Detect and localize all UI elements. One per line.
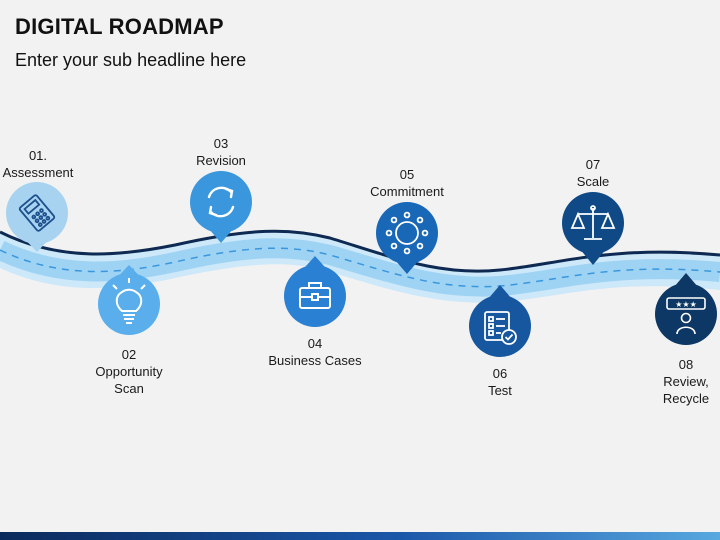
road-center-line xyxy=(0,247,720,288)
step-02-title-line2: Scan xyxy=(114,381,144,396)
step-07-title: Scale xyxy=(576,174,610,189)
step-05-title: Commitment xyxy=(370,184,444,199)
road xyxy=(0,229,720,303)
step-03-marker xyxy=(190,171,252,243)
step-07-label: 07 Scale xyxy=(533,156,653,190)
step-01-title: Assessment xyxy=(2,165,74,180)
step-01-number: 01. xyxy=(28,148,48,163)
step-06-label: 06 Test xyxy=(440,365,560,399)
step-05-marker xyxy=(376,202,438,274)
step-08-label: 08 Review, Recycle xyxy=(626,356,720,407)
page-subtitle: Enter your sub headline here xyxy=(15,50,247,70)
step-01-marker xyxy=(6,182,68,252)
step-02-marker xyxy=(98,265,160,335)
step-03-number: 03 xyxy=(213,136,229,151)
step-03-label: 03 Revision xyxy=(161,135,281,169)
page-title: DIGITAL ROADMAP xyxy=(15,14,224,39)
lightbulb-icon xyxy=(112,278,146,324)
step-04-number: 04 xyxy=(307,336,323,351)
step-04-label: 04 Business Cases xyxy=(255,335,375,369)
checklist-icon xyxy=(484,311,517,345)
sun-icon xyxy=(385,211,429,255)
balance-scale-icon xyxy=(570,205,616,240)
step-05-number: 05 xyxy=(399,167,415,182)
review-rating-icon: ★★★ xyxy=(666,297,706,335)
step-08-number: 08 xyxy=(678,357,694,372)
step-04-marker xyxy=(284,256,346,327)
step-07-marker xyxy=(562,192,624,265)
step-02-label: 02 Opportunity Scan xyxy=(69,346,189,397)
step-02-number: 02 xyxy=(121,347,137,362)
step-08-title: Review, xyxy=(663,374,709,389)
step-08-marker: ★★★ xyxy=(655,273,717,345)
calculator-icon xyxy=(18,194,56,232)
briefcase-icon xyxy=(299,282,331,309)
step-06-title: Test xyxy=(488,383,512,398)
step-06-number: 06 xyxy=(492,366,508,381)
step-06-marker xyxy=(469,285,531,357)
bottom-accent-bar xyxy=(0,532,720,540)
svg-text:★★★: ★★★ xyxy=(675,300,697,309)
step-05-label: 05 Commitment xyxy=(347,166,467,200)
step-01-label: 01. Assessment xyxy=(0,147,98,181)
refresh-icon xyxy=(207,186,235,218)
road-edge-top xyxy=(0,229,720,273)
step-02-title: Opportunity xyxy=(95,364,163,379)
step-07-number: 07 xyxy=(585,157,601,172)
step-08-title-line2: Recycle xyxy=(662,391,710,406)
step-03-title: Revision xyxy=(196,153,246,168)
step-04-title: Business Cases xyxy=(268,353,362,368)
